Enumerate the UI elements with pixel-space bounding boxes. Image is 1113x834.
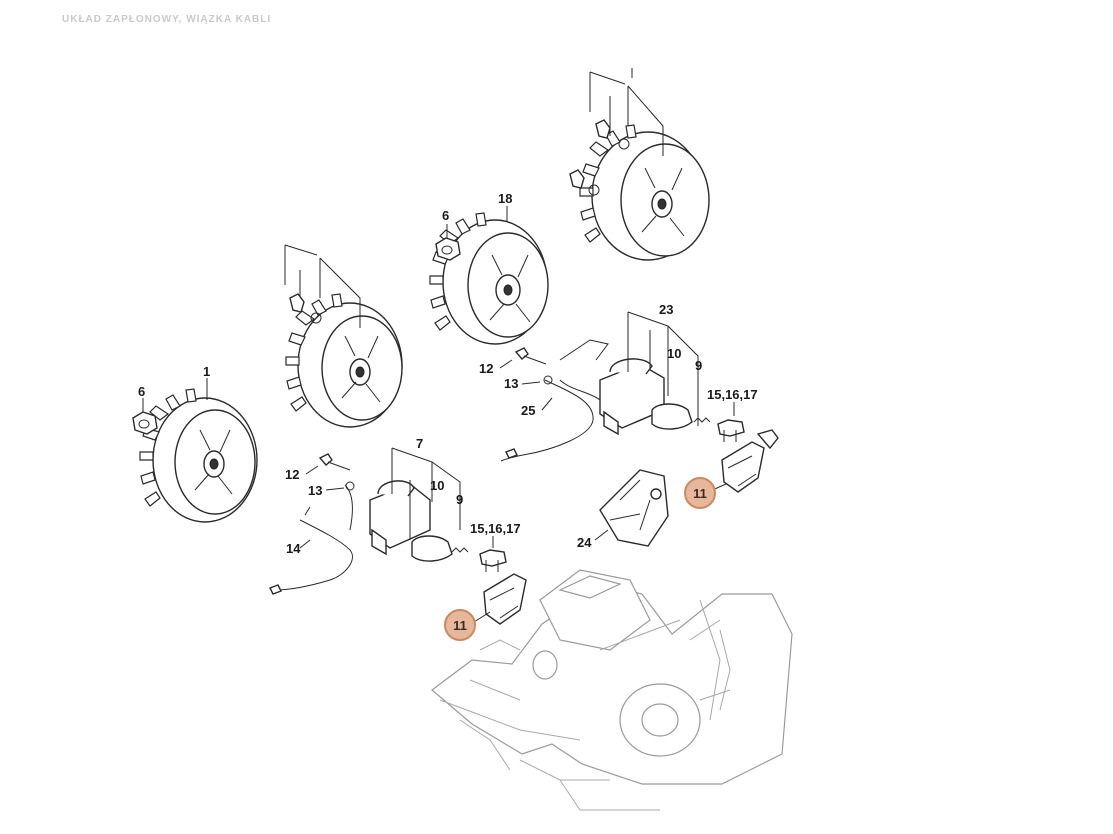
label-13-left: 13: [308, 483, 323, 498]
label-18: 18: [498, 191, 513, 206]
screw-12-right: [514, 347, 547, 365]
engine-housing: [431, 569, 793, 811]
label-9-left: 9: [456, 492, 464, 507]
nut-6-right: [435, 237, 461, 261]
label-9-right: 9: [695, 358, 703, 373]
ignition-module-23: [599, 358, 665, 436]
ignition-module-7: [369, 480, 431, 556]
highlight-11-right[interactable]: 11: [684, 477, 716, 509]
connector-15-16-17-left: [479, 549, 507, 572]
label-24: 24: [577, 535, 592, 550]
screw-12-left: [318, 453, 351, 471]
highlight-11-left[interactable]: 11: [444, 609, 476, 641]
label-12-left: 12: [285, 467, 300, 482]
label-25: 25: [521, 403, 536, 418]
label-1: 1: [203, 364, 211, 379]
label-7: 7: [416, 436, 424, 451]
connector-15-16-17-right: [717, 419, 745, 442]
flywheel-1: [139, 388, 258, 523]
label-10-left: 10: [430, 478, 445, 493]
flywheel-middle: [285, 293, 403, 428]
label-10-right: 10: [667, 346, 682, 361]
flywheel-18: [429, 212, 549, 345]
label-23: 23: [659, 302, 674, 317]
label-13-right: 13: [504, 376, 519, 391]
flywheel-top: [579, 124, 710, 261]
label-12-right: 12: [479, 361, 494, 376]
cover-24: [599, 469, 669, 547]
label-15-16-17-left: 15,16,17: [470, 521, 521, 536]
label-6-left: 6: [138, 384, 146, 399]
label-15-16-17-right: 15,16,17: [707, 387, 758, 402]
label-6-right: 6: [442, 208, 450, 223]
label-14: 14: [286, 541, 301, 556]
page-title: UKŁAD ZAPŁONOWY, WIĄZKA KABLI: [62, 14, 272, 25]
nut-6-left: [132, 411, 158, 435]
